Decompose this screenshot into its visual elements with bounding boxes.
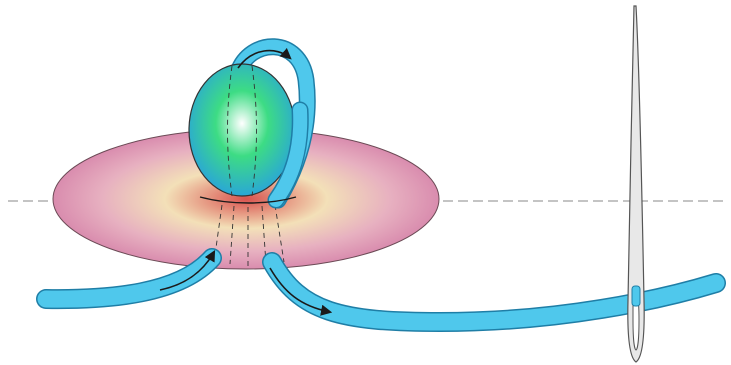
- bead: [189, 64, 295, 196]
- needle: [628, 6, 644, 362]
- thread-right: [272, 262, 716, 322]
